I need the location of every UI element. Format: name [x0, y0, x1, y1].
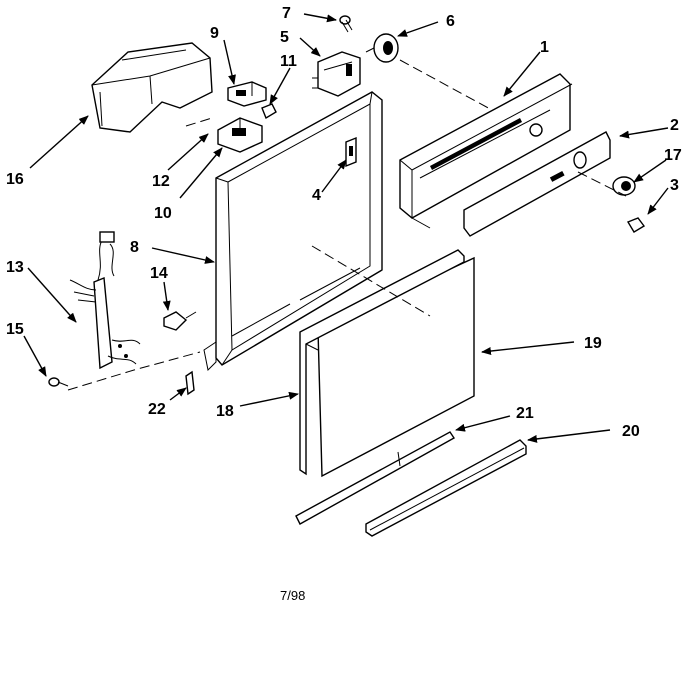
- callout-1: 1: [540, 39, 549, 56]
- clip-part: [185, 370, 195, 396]
- callout-18: 18: [216, 403, 234, 420]
- wiring-harness-part: [69, 231, 141, 370]
- cover-box-part: [91, 42, 213, 133]
- callout-17: 17: [664, 147, 682, 164]
- bracket-part: [227, 81, 267, 107]
- callout-20: 20: [622, 423, 640, 440]
- switch-assembly-part: [312, 51, 361, 97]
- control-panel-part: [399, 73, 573, 229]
- callout-5: 5: [280, 29, 289, 46]
- bottom-trim-part: [295, 431, 456, 525]
- callout-22: 22: [148, 401, 166, 418]
- callout-9: 9: [210, 25, 219, 42]
- callout-6: 6: [446, 13, 455, 30]
- callout-14: 14: [150, 265, 168, 282]
- selector-knob-part: [612, 176, 636, 196]
- callout-8: 8: [130, 239, 139, 256]
- alignment-lines: [67, 59, 627, 391]
- callout-19: 19: [584, 335, 602, 352]
- callout-11: 11: [280, 53, 297, 70]
- connector-part: [163, 311, 197, 331]
- callout-4: 4: [312, 187, 321, 204]
- callout-10: 10: [154, 205, 172, 222]
- date-code: 7/98: [280, 588, 305, 603]
- callout-12: 12: [152, 173, 170, 190]
- callout-13: 13: [6, 259, 24, 276]
- leader-lines: [23, 13, 669, 443]
- callout-15: 15: [6, 321, 24, 338]
- latch-housing-part: [217, 117, 263, 153]
- fastener-part: [261, 103, 277, 120]
- kick-strip-part: [365, 439, 527, 537]
- panel-overlay-part: [463, 131, 611, 237]
- screw-part: [339, 15, 353, 33]
- callout-21: 21: [516, 405, 534, 422]
- latch-part: [345, 136, 357, 168]
- door-panel-part: [299, 249, 465, 476]
- callout-2: 2: [670, 117, 679, 134]
- screw-15-part: [48, 377, 69, 387]
- callout-7: 7: [282, 5, 291, 22]
- callout-16: 16: [6, 171, 24, 188]
- button-part: [626, 217, 646, 233]
- knob-part: [365, 33, 399, 63]
- callout-3: 3: [670, 177, 679, 194]
